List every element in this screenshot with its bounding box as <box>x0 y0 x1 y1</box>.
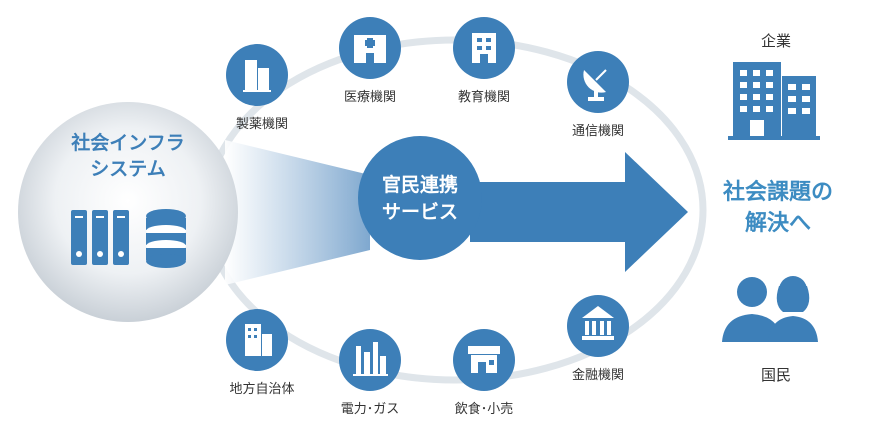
server-binders-icon <box>71 210 129 265</box>
factory-icon <box>353 342 388 376</box>
goal-title-line2: 解決へ <box>744 211 812 236</box>
node-retail <box>453 329 515 391</box>
enterprise-building-icon <box>728 62 820 140</box>
goal-title: 社会課題の 解決へ <box>723 177 833 239</box>
hospital-icon <box>354 35 386 63</box>
database-icon <box>146 209 186 268</box>
node-label-telecom: 通信機関 <box>571 124 625 139</box>
center-title-line1: 官民連携 <box>381 174 459 196</box>
goal-title-line1: 社会課題の <box>722 180 834 205</box>
node-finance <box>567 295 629 357</box>
satellite-dish-icon <box>583 69 607 101</box>
core-title: 社会インフラ システム <box>71 130 184 182</box>
center-title-line2: サービス <box>381 201 459 223</box>
core-title-line1: 社会インフラ <box>71 132 185 154</box>
node-label-utility: 電力･ガス <box>340 402 400 417</box>
core-title-line2: システム <box>90 158 166 180</box>
enterprise-label: 企業 <box>760 32 792 50</box>
node-telecom <box>567 51 629 113</box>
node-label-medical: 医療機関 <box>343 90 397 105</box>
flow-beam <box>225 140 370 285</box>
node-local-gov <box>226 309 288 371</box>
node-label-retail: 飲食･小売 <box>454 402 514 417</box>
node-label-education: 教育機関 <box>457 90 511 105</box>
node-label-local-gov: 地方自治体 <box>229 382 295 397</box>
flow-arrow <box>470 152 688 272</box>
school-icon <box>472 33 496 63</box>
center-circle <box>358 136 482 260</box>
node-medical <box>339 17 401 79</box>
citizen-label: 国民 <box>760 366 792 384</box>
node-label-pharma: 製薬機関 <box>235 117 289 132</box>
office-building-icon <box>245 324 272 356</box>
building-icon <box>243 60 271 92</box>
node-education <box>453 17 515 79</box>
center-title: 官民連携 サービス <box>382 172 458 226</box>
node-utility <box>339 329 401 391</box>
citizens-icon <box>722 276 818 342</box>
shop-icon <box>468 346 500 373</box>
bank-icon <box>582 306 614 340</box>
node-pharma <box>226 44 288 106</box>
node-label-finance: 金融機関 <box>571 368 625 383</box>
